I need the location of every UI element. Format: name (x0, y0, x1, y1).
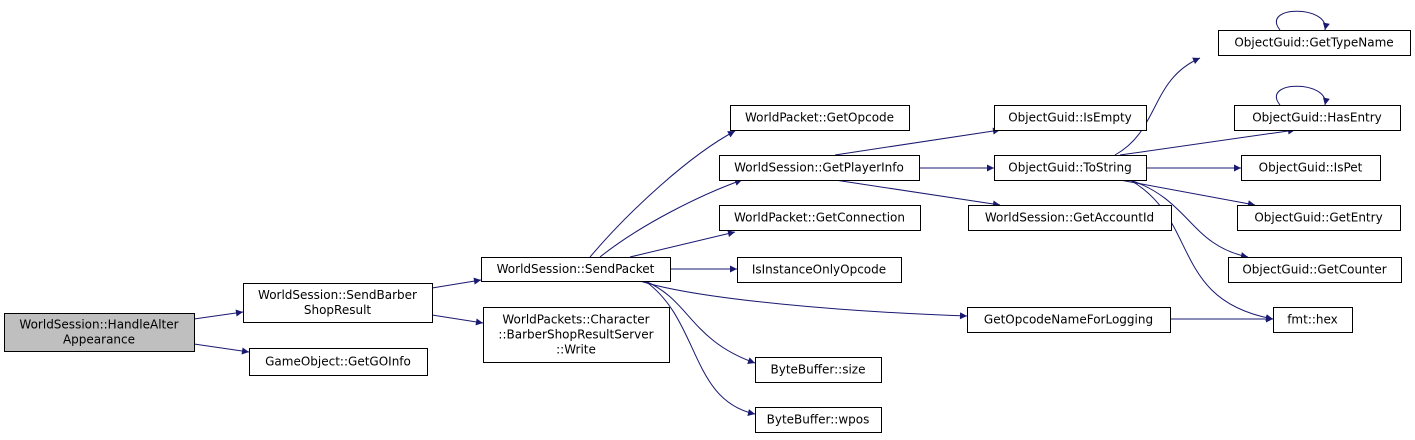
node-label: ::Write (556, 343, 596, 357)
node-get-opcode[interactable]: WorldPacket::GetOpcode (730, 105, 910, 131)
node-box (719, 205, 921, 231)
node-label: fmt::hex (1287, 313, 1338, 327)
node-label: ObjectGuid::GetEntry (1254, 211, 1382, 225)
edge (1119, 127, 1296, 156)
edges (193, 10, 1330, 416)
edge (589, 130, 736, 258)
node-is-empty[interactable]: ObjectGuid::IsEmpty (994, 105, 1147, 131)
node-label: ObjectGuid::HasEntry (1252, 111, 1382, 125)
node-get-type-name[interactable]: ObjectGuid::GetTypeName (1218, 30, 1411, 56)
node-label: ObjectGuid::IsPet (1259, 161, 1363, 175)
edge (1129, 179, 1249, 260)
node-label: ByteBuffer::size (771, 363, 866, 377)
node-box (4, 313, 195, 352)
edge (644, 280, 756, 364)
node-box (994, 155, 1147, 181)
node-box (483, 307, 670, 363)
node-get-go-info[interactable]: GameObject::GetGOInfo (249, 348, 428, 376)
node-label: WorldSession::GetAccountId (985, 211, 1154, 225)
node-get-connection[interactable]: WorldPacket::GetConnection (719, 205, 921, 231)
edge (1114, 57, 1201, 156)
node-get-counter[interactable]: ObjectGuid::GetCounter (1228, 257, 1402, 283)
node-label: WorldPackets::Character (502, 313, 649, 327)
node-label: GetOpcodeNameForLogging (984, 313, 1153, 327)
node-get-opcode-name[interactable]: GetOpcodeNameForLogging (967, 307, 1171, 333)
node-get-entry[interactable]: ObjectGuid::GetEntry (1237, 205, 1401, 231)
node-box (737, 257, 902, 283)
edge (629, 230, 736, 258)
node-to-string[interactable]: ObjectGuid::ToString (994, 155, 1147, 181)
node-box (967, 307, 1171, 333)
node-bb-wpos[interactable]: ByteBuffer::wpos (755, 407, 882, 433)
node-box (968, 205, 1172, 231)
node-barber-write[interactable]: WorldPackets::Character::BarberShopResul… (483, 307, 670, 363)
node-box (994, 105, 1147, 131)
edge (431, 277, 482, 289)
edge (1276, 10, 1330, 31)
edge (834, 127, 1001, 156)
node-box (1234, 105, 1401, 131)
node-label: ObjectGuid::IsEmpty (1008, 111, 1132, 125)
edge (193, 343, 250, 355)
node-box (730, 105, 910, 131)
node-label: WorldSession::SendPacket (497, 262, 655, 276)
node-box (1228, 257, 1402, 283)
node-label: ::BarberShopResultServer (498, 328, 653, 342)
node-box (1241, 155, 1381, 181)
node-box (1237, 205, 1401, 231)
node-label: ObjectGuid::GetTypeName (1234, 36, 1393, 50)
node-box (243, 283, 433, 323)
node-box (1273, 307, 1353, 333)
node-label: WorldPacket::GetOpcode (745, 111, 894, 125)
node-label: Appearance (63, 333, 135, 347)
edge (1276, 85, 1330, 106)
node-get-player-info[interactable]: WorldSession::GetPlayerInfo (719, 155, 920, 181)
edge (834, 179, 1001, 208)
node-label: ShopResult (304, 303, 372, 317)
node-label: WorldSession::HandleAlter (19, 318, 178, 332)
node-label: ObjectGuid::ToString (1008, 161, 1131, 175)
edge (1129, 179, 1274, 322)
node-box (755, 357, 882, 383)
edge (639, 280, 968, 320)
edge (193, 309, 244, 320)
node-box (719, 155, 920, 181)
node-box (755, 407, 882, 433)
node-send-packet[interactable]: WorldSession::SendPacket (481, 257, 671, 282)
edge (644, 280, 756, 416)
node-label: ObjectGuid::GetCounter (1242, 263, 1386, 277)
node-fmt-hex[interactable]: fmt::hex (1273, 307, 1353, 333)
node-get-account-id[interactable]: WorldSession::GetAccountId (968, 205, 1172, 231)
node-is-instance-only[interactable]: IsInstanceOnlyOpcode (737, 257, 902, 283)
node-is-pet[interactable]: ObjectGuid::IsPet (1241, 155, 1381, 181)
node-has-entry[interactable]: ObjectGuid::HasEntry (1234, 105, 1401, 131)
node-box (249, 348, 428, 376)
node-label: WorldPacket::GetConnection (734, 211, 905, 225)
node-label: WorldSession::GetPlayerInfo (734, 161, 904, 175)
node-box (1218, 30, 1411, 56)
edge (1119, 179, 1256, 208)
node-bb-size[interactable]: ByteBuffer::size (755, 357, 882, 383)
node-label: WorldSession::SendBarber (258, 288, 417, 302)
node-box (481, 257, 671, 282)
edge (431, 314, 484, 326)
node-label: GameObject::GetGOInfo (265, 355, 411, 369)
node-label: IsInstanceOnlyOpcode (752, 263, 886, 277)
node-label: ByteBuffer::wpos (767, 413, 870, 427)
edge (599, 179, 743, 258)
